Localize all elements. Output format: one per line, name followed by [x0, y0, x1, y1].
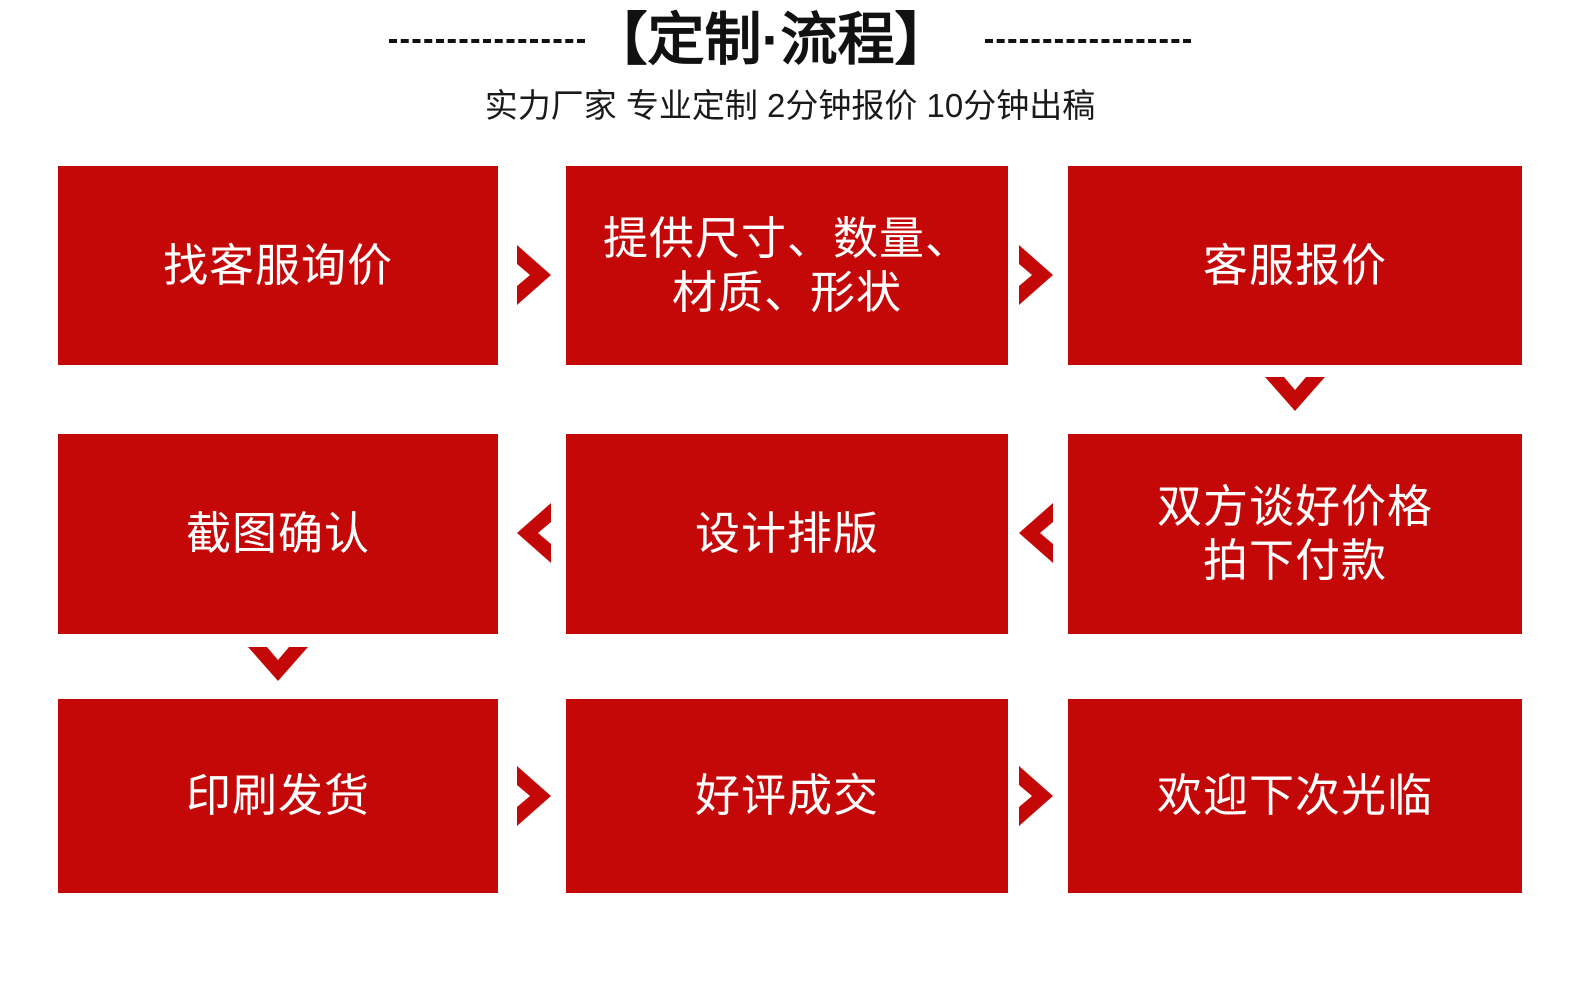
- dashed-rule-left: [388, 39, 585, 43]
- flow-step-5[interactable]: 设计排版: [566, 434, 1008, 634]
- flow-step-7-label: 印刷发货: [185, 770, 370, 821]
- flow-step-9-label: 欢迎下次光临: [1156, 770, 1433, 821]
- flow-step-3[interactable]: 客服报价: [1068, 166, 1522, 365]
- chevron-right-icon: [511, 763, 557, 829]
- flow-step-5-label: 设计排版: [694, 508, 879, 559]
- title-row: 【定制·流程】: [0, 2, 1580, 78]
- chevron-left-icon: [1013, 500, 1059, 566]
- flow-step-9[interactable]: 欢迎下次光临: [1068, 699, 1522, 893]
- header: 【定制·流程】 实力厂家 专业定制 2分钟报价 10分钟出稿: [0, 0, 1580, 145]
- flow-step-3-label: 客服报价: [1202, 239, 1387, 291]
- flow-step-4-label: 截图确认: [185, 508, 370, 559]
- page-title: 【定制·流程】: [590, 8, 952, 72]
- chevron-right-icon: [1013, 763, 1059, 829]
- flow-step-8[interactable]: 好评成交: [566, 699, 1008, 893]
- dashed-rule-right: [985, 39, 1192, 43]
- flow-step-6-label: 双方谈好价格 拍下付款: [1156, 481, 1433, 586]
- chevron-right-icon: [511, 242, 557, 308]
- flow-step-6[interactable]: 双方谈好价格 拍下付款: [1068, 434, 1522, 634]
- flow-step-1-label: 找客服询价: [162, 239, 393, 291]
- flow-step-1[interactable]: 找客服询价: [58, 166, 498, 365]
- flow-step-7[interactable]: 印刷发货: [58, 699, 498, 893]
- flow-step-2-label: 提供尺寸、数量、 材质、形状: [602, 212, 971, 318]
- chevron-down-icon: [1262, 371, 1328, 417]
- page-subtitle: 实力厂家 专业定制 2分钟报价 10分钟出稿: [484, 87, 1096, 124]
- chevron-down-icon: [245, 641, 311, 687]
- flow-step-2[interactable]: 提供尺寸、数量、 材质、形状: [566, 166, 1008, 365]
- chevron-left-icon: [511, 500, 557, 566]
- flow-step-4[interactable]: 截图确认: [58, 434, 498, 634]
- chevron-right-icon: [1013, 242, 1059, 308]
- flow-step-8-label: 好评成交: [694, 770, 879, 821]
